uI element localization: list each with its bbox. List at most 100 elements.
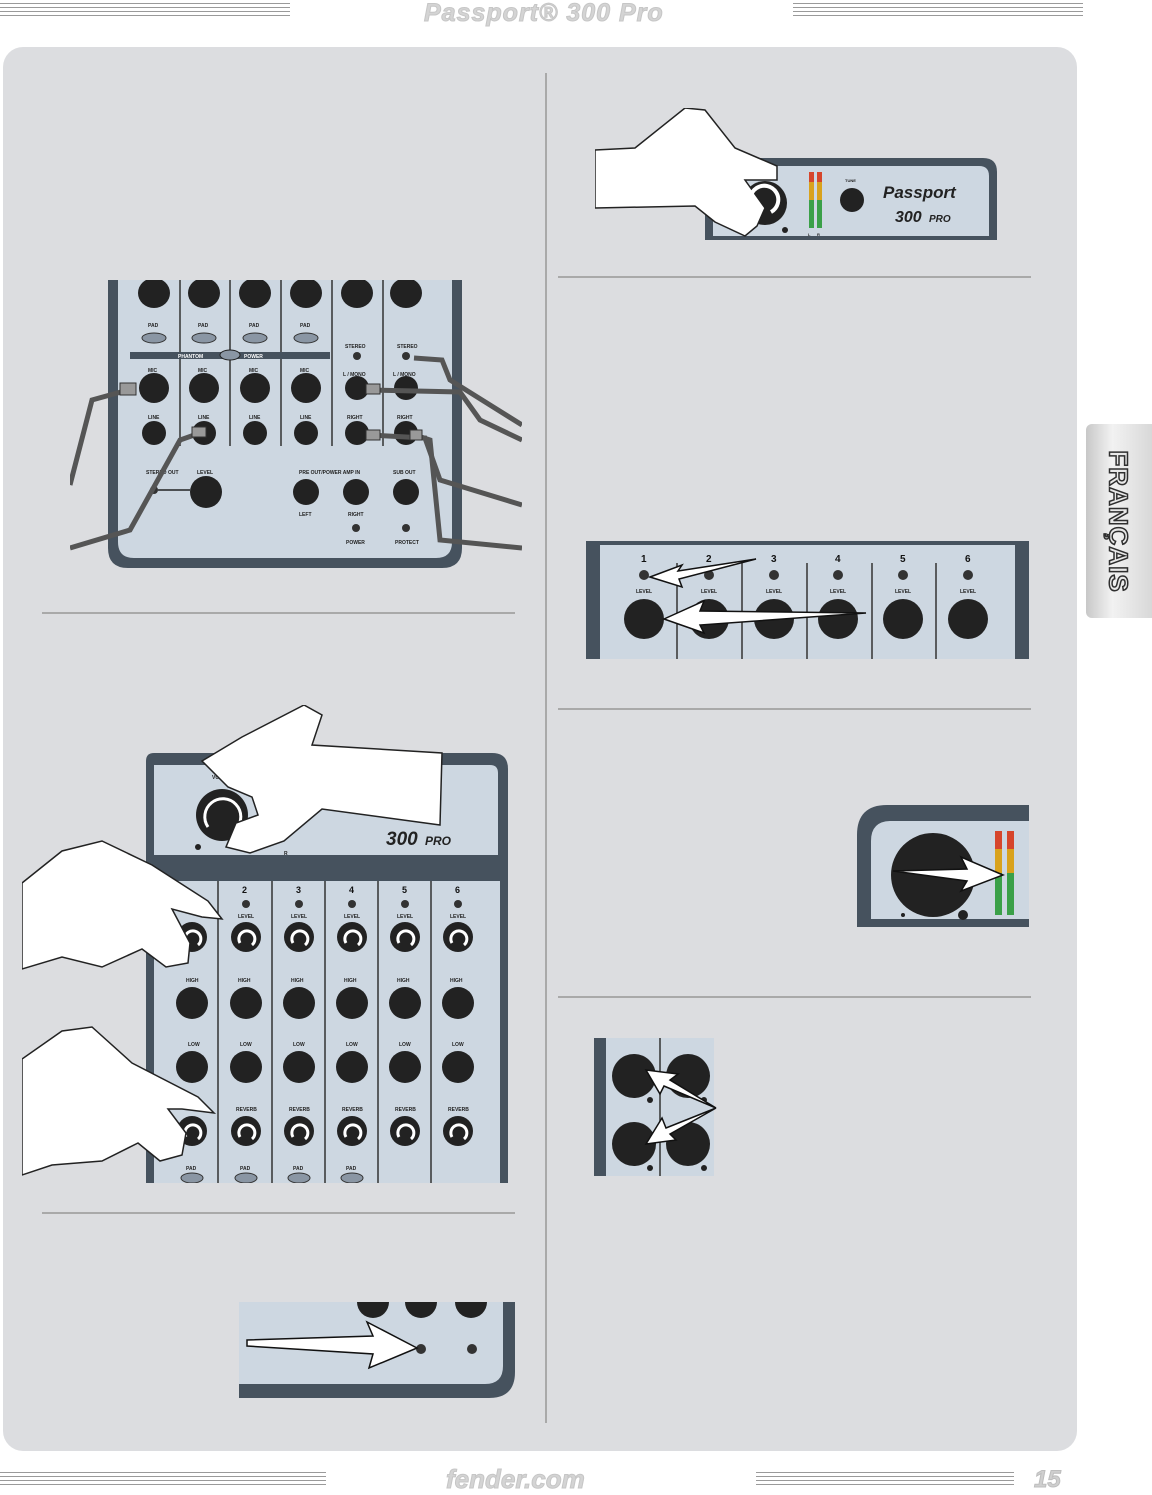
language-tab bbox=[1086, 424, 1152, 618]
level-label: LEVEL bbox=[830, 589, 846, 595]
model-suffix: PRO bbox=[929, 214, 951, 225]
high-label: HIGH bbox=[291, 978, 304, 984]
mixer-eq-illustration: VOLUME 300 PRO R 2 3 4 5 6 LEVEL LEVEL L… bbox=[22, 705, 508, 1183]
pad-label: PAD bbox=[198, 323, 209, 329]
pad-label: PAD bbox=[148, 323, 159, 329]
channel-number: 5 bbox=[900, 554, 906, 565]
section-divider bbox=[558, 996, 1031, 998]
pad-label: PAD bbox=[293, 1166, 304, 1172]
right-label: RIGHT bbox=[347, 415, 363, 421]
channel-number: 3 bbox=[296, 885, 301, 895]
protect-label: PROTECT bbox=[395, 540, 419, 546]
reverb-label: REVERB bbox=[448, 1107, 469, 1113]
line-label: LINE bbox=[300, 415, 312, 421]
low-label: LOW bbox=[240, 1042, 252, 1048]
stereo-label: STEREO bbox=[345, 344, 366, 350]
level-label: LEVEL bbox=[344, 914, 360, 920]
pad-label: PAD bbox=[346, 1166, 357, 1172]
back-panel-illustration: PAD PAD PAD PAD PHANTOM POWER STEREO STE… bbox=[70, 280, 522, 568]
reverb-label: REVERB bbox=[289, 1107, 310, 1113]
high-label: HIGH bbox=[450, 978, 463, 984]
header-rule-right bbox=[793, 3, 1083, 17]
level-label: LEVEL bbox=[197, 470, 213, 476]
low-label: LOW bbox=[293, 1042, 305, 1048]
reverb-label: REVERB bbox=[395, 1107, 416, 1113]
section-divider bbox=[42, 612, 515, 614]
channel-number: 1 bbox=[641, 554, 647, 565]
column-divider bbox=[545, 73, 547, 1423]
tune-label: TUNE bbox=[845, 178, 856, 183]
language-tab-label: FRANÇAIS bbox=[1103, 449, 1135, 593]
reverb-label: REVERB bbox=[342, 1107, 363, 1113]
level-label: LEVEL bbox=[291, 914, 307, 920]
section-divider bbox=[558, 708, 1031, 710]
power-led-illustration bbox=[239, 1302, 515, 1398]
footer-website: fender.com bbox=[446, 1464, 586, 1495]
right-label: RIGHT bbox=[397, 415, 413, 421]
line-label: LINE bbox=[249, 415, 261, 421]
model-number: 300 bbox=[895, 209, 922, 226]
level-label: LEVEL bbox=[636, 589, 652, 595]
pad-label: PAD bbox=[186, 1166, 197, 1172]
meter-l-label: L bbox=[808, 232, 811, 237]
pad-label: PAD bbox=[240, 1166, 251, 1172]
channel-number: 2 bbox=[706, 554, 712, 565]
level-label: LEVEL bbox=[450, 914, 466, 920]
channel-number: 5 bbox=[402, 885, 407, 895]
level-label: LEVEL bbox=[701, 589, 717, 595]
low-label: LOW bbox=[346, 1042, 358, 1048]
brand-logo: Passport bbox=[883, 183, 957, 202]
channel-number: 6 bbox=[965, 554, 971, 565]
level-label: LEVEL bbox=[766, 589, 782, 595]
high-label: HIGH bbox=[397, 978, 410, 984]
right-label: RIGHT bbox=[348, 512, 364, 518]
left-label: LEFT bbox=[299, 512, 312, 518]
mic-label: MIC bbox=[148, 368, 158, 374]
channel-number: 4 bbox=[349, 885, 354, 895]
meter-r-label: R bbox=[284, 851, 288, 857]
level-label: LEVEL bbox=[960, 589, 976, 595]
footer-rule-left bbox=[0, 1472, 326, 1486]
pad-label: PAD bbox=[249, 323, 260, 329]
pad-label: PAD bbox=[300, 323, 311, 329]
mic-label: MIC bbox=[198, 368, 208, 374]
model-number: 300 bbox=[386, 829, 418, 850]
high-label: HIGH bbox=[186, 978, 199, 984]
low-label: LOW bbox=[399, 1042, 411, 1048]
mic-label: MIC bbox=[249, 368, 259, 374]
low-label: LOW bbox=[188, 1042, 200, 1048]
stereo-label: STEREO bbox=[397, 344, 418, 350]
power-label: POWER bbox=[244, 354, 263, 360]
mic-label: MIC bbox=[300, 368, 310, 374]
page-number: 15 bbox=[1034, 1466, 1062, 1494]
eq-knobs-illustration bbox=[594, 1038, 717, 1176]
section-divider bbox=[558, 276, 1031, 278]
level-label: LEVEL bbox=[895, 589, 911, 595]
channel-number: 4 bbox=[835, 554, 841, 565]
line-label: LINE bbox=[148, 415, 160, 421]
phantom-label: PHANTOM bbox=[178, 354, 203, 360]
section-divider bbox=[42, 1212, 515, 1214]
channel-number: 6 bbox=[455, 885, 460, 895]
high-label: HIGH bbox=[344, 978, 357, 984]
pre-out-label: PRE OUT/POWER AMP IN bbox=[299, 470, 361, 476]
level-label: LEVEL bbox=[238, 914, 254, 920]
channel-number: 2 bbox=[242, 885, 247, 895]
l-mono-label: L / MONO bbox=[343, 372, 366, 378]
reverb-label: REVERB bbox=[236, 1107, 257, 1113]
page-header-title: Passport® 300 Pro bbox=[424, 0, 664, 28]
sub-out-label: SUB OUT bbox=[393, 470, 416, 476]
header-rule-left bbox=[0, 3, 290, 17]
low-label: LOW bbox=[452, 1042, 464, 1048]
channel-number: 3 bbox=[771, 554, 777, 565]
power-label: POWER bbox=[346, 540, 365, 546]
output-meter-illustration bbox=[857, 805, 1029, 927]
footer-rule-right bbox=[756, 1472, 1014, 1486]
meter-r-label: R bbox=[817, 232, 820, 237]
level-label: LEVEL bbox=[397, 914, 413, 920]
master-volume-illustration: L R TUNE Passport 300 PRO bbox=[595, 108, 997, 240]
l-mono-label: L / MONO bbox=[393, 372, 416, 378]
channel-level-illustration: 1 2 3 4 5 6 LEVEL LEVEL LEVEL LEVEL LEVE… bbox=[586, 541, 1029, 659]
line-label: LINE bbox=[198, 415, 210, 421]
high-label: HIGH bbox=[238, 978, 251, 984]
